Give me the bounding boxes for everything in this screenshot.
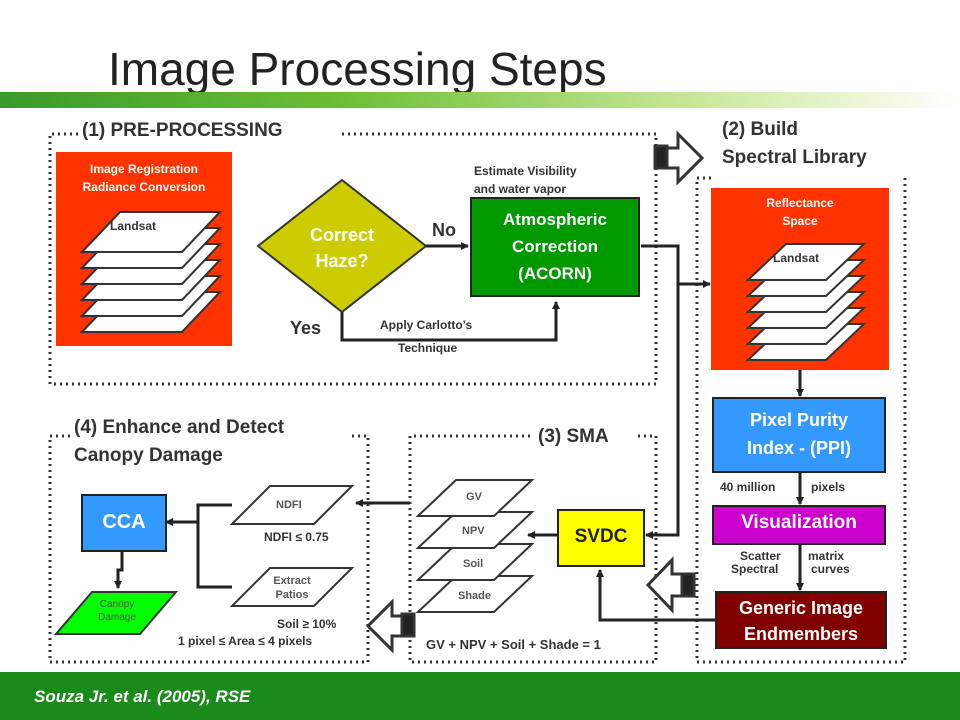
yes-label: Yes bbox=[290, 318, 322, 338]
scatter-right: matrix bbox=[808, 549, 845, 563]
soil-threshold: Soil ≥ 10% bbox=[277, 617, 337, 631]
section4-label: (4) Enhance and Detect Canopy Damage bbox=[74, 414, 284, 470]
yes-path bbox=[340, 301, 560, 342]
acorn-to-library-line bbox=[641, 244, 711, 288]
equation-text: GV + NPV + Soil + Shade = 1 bbox=[426, 637, 601, 652]
layer-shade: Shade bbox=[458, 590, 492, 602]
canopy-damage-shape bbox=[53, 591, 179, 635]
visualization-box bbox=[712, 505, 886, 545]
ndfi-threshold: NDFI ≤ 0.75 bbox=[264, 530, 329, 544]
extract-line1: Extract bbox=[273, 575, 311, 587]
footer-citation: Souza Jr. et al. (2005), RSE bbox=[34, 687, 251, 706]
endmembers-box bbox=[715, 591, 887, 649]
endmembers-line1: Generic Image bbox=[738, 598, 864, 618]
decision-line2: Haze? bbox=[315, 251, 369, 271]
page-title: Image Processing Steps bbox=[108, 43, 607, 95]
spectral-left: Spectral bbox=[731, 562, 779, 576]
stack1-label: Landsat bbox=[110, 219, 157, 233]
extract-line2: Patios bbox=[275, 589, 309, 601]
endmembers-line2: Endmembers bbox=[743, 624, 859, 644]
landsat-stack-2 bbox=[745, 243, 867, 361]
estimate-line1: Estimate Visibility bbox=[474, 164, 577, 178]
ndfi-text: NDFI bbox=[276, 499, 302, 511]
section3-frame bbox=[408, 434, 658, 664]
registration-line1: Image Registration bbox=[89, 162, 199, 176]
canopy-line2: Damage bbox=[98, 612, 136, 623]
stack2-label: Landsat bbox=[773, 251, 820, 265]
acorn-text: Atmospheric Correction (ACORN) bbox=[471, 206, 639, 287]
section3-label: (3) SMA bbox=[538, 426, 609, 447]
carlotto-line2: Technique bbox=[398, 341, 458, 355]
registration-line2: Radiance Conversion bbox=[82, 180, 206, 194]
cca-text: CCA bbox=[102, 511, 146, 533]
landsat-stack-1 bbox=[79, 211, 223, 333]
footer-bar bbox=[0, 672, 960, 720]
svdc-text: SVDC bbox=[574, 526, 628, 547]
section2-frame bbox=[695, 176, 907, 664]
section4-line1: (4) Enhance and Detect bbox=[74, 417, 285, 438]
cca-box bbox=[81, 494, 167, 552]
endmembers-text: Generic Image Endmembers bbox=[716, 595, 886, 647]
ppi-box bbox=[712, 397, 886, 473]
decision-line1: Correct bbox=[309, 225, 375, 245]
cca-to-canopy-arrow bbox=[114, 551, 124, 589]
section2-line2: Spectral Library bbox=[722, 147, 867, 168]
ndfi-bracket bbox=[196, 503, 232, 589]
acorn-to-svdc-line bbox=[645, 284, 680, 539]
pixels-left: 40 million bbox=[720, 480, 776, 494]
pixels-right: pixels bbox=[811, 480, 846, 494]
layer-npv: NPV bbox=[462, 525, 485, 537]
carlotto-line1: Apply Carlotto’s bbox=[380, 318, 473, 332]
big-arrow-to-enhance bbox=[365, 598, 416, 654]
ppi-text: Pixel Purity Index - (PPI) bbox=[713, 406, 885, 462]
canopy-text: Canopy Damage bbox=[74, 598, 160, 624]
acorn-line1: Atmospheric bbox=[503, 210, 607, 229]
reflectance-label: Reflectance Space bbox=[711, 194, 889, 230]
decision-text: Correct Haze? bbox=[258, 222, 426, 274]
fraction-stack bbox=[415, 479, 535, 613]
big-arrow-to-library bbox=[653, 130, 705, 186]
ppi-line1: Pixel Purity bbox=[749, 410, 849, 430]
acorn-box bbox=[470, 197, 640, 297]
big-arrow-to-sma bbox=[645, 556, 696, 614]
acorn-line3: (ACORN) bbox=[518, 264, 592, 283]
extract-text: Extract Patios bbox=[252, 574, 332, 602]
layer-gv: GV bbox=[466, 491, 482, 503]
title-underline-bar bbox=[0, 92, 960, 108]
extract-patios-shape bbox=[229, 567, 355, 607]
no-label: No bbox=[432, 220, 456, 240]
estimate-label: Estimate Visibility and water vapor bbox=[474, 162, 577, 198]
layer-soil: Soil bbox=[463, 558, 484, 570]
section4-frame bbox=[48, 434, 370, 664]
svdc-box bbox=[557, 509, 645, 567]
section2-line1: (2) Build bbox=[722, 119, 798, 140]
area-threshold: 1 pixel ≤ Area ≤ 4 pixels bbox=[178, 634, 313, 648]
endmember-to-svdc-line bbox=[596, 569, 716, 622]
registration-label: Image Registration Radiance Conversion bbox=[56, 160, 232, 196]
ndfi-shape bbox=[229, 485, 355, 525]
ppi-line2: Index - (PPI) bbox=[746, 438, 851, 458]
visualization-text: Visualization bbox=[741, 512, 857, 533]
section4-line2: Canopy Damage bbox=[74, 445, 223, 466]
spectral-right: curves bbox=[811, 562, 850, 576]
estimate-line2: and water vapor bbox=[474, 182, 567, 196]
reflectance-line1: Reflectance bbox=[766, 196, 834, 210]
scatter-left: Scatter bbox=[740, 549, 781, 563]
acorn-line2: Correction bbox=[512, 237, 598, 256]
reflectance-line2: Space bbox=[782, 214, 818, 228]
section1-label: (1) PRE-PROCESSING bbox=[82, 120, 283, 141]
section2-label: (2) Build Spectral Library bbox=[722, 116, 867, 172]
canopy-line1: Canopy bbox=[99, 599, 135, 610]
